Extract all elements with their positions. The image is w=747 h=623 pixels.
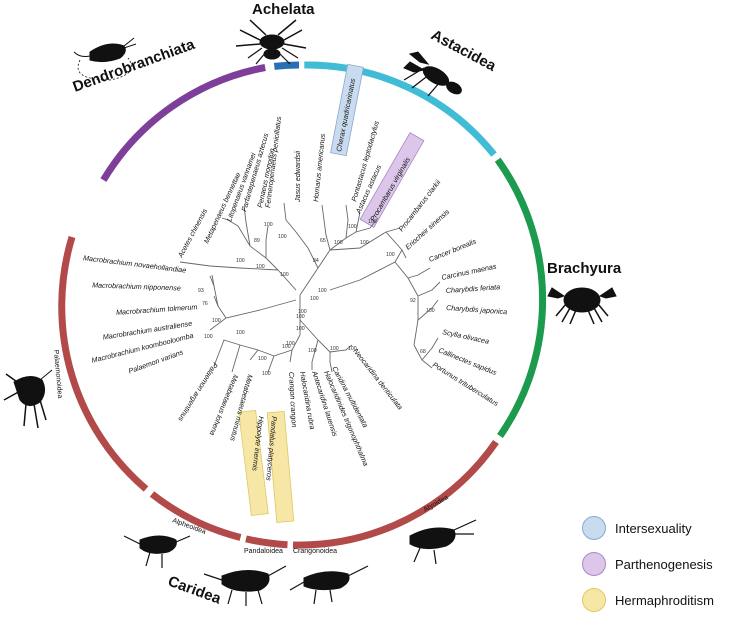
bootstrap-label: 100 — [258, 356, 267, 362]
alpheoid-icon — [123, 535, 191, 568]
legend-item-intersexuality: Intersexuality — [582, 515, 742, 541]
taxon-label: Macrobrachium tolmerum — [116, 302, 198, 317]
crayfish-icon — [403, 51, 462, 97]
legend-label: Parthenogenesis — [615, 556, 713, 572]
taxon-label: Charybdis feriata — [446, 282, 501, 295]
bootstrap-label: 100 — [334, 240, 343, 246]
bootstrap-values: 84 65 100 100 100 100 100 92 68 100 93 7… — [198, 219, 435, 377]
taxon-labels: Acetes chinensis Metapenaeus bennettae L… — [83, 77, 508, 481]
bootstrap-label: 100 — [280, 272, 289, 278]
pandaloid-icon — [203, 565, 287, 606]
taxon-label: Jasus edwardsii — [293, 150, 302, 203]
bootstrap-label: 100 — [204, 334, 213, 340]
bootstrap-label: 100 — [360, 240, 369, 246]
group-arcs — [58, 61, 547, 549]
group-label-crangonoidea: Crangonoidea — [293, 548, 337, 555]
palaemon-icon — [3, 369, 53, 429]
bootstrap-label: 65 — [320, 238, 326, 244]
bootstrap-label: 100 — [296, 314, 305, 320]
highlight-hermaphroditism-hippolyte — [238, 409, 269, 517]
bootstrap-label: 100 — [318, 288, 327, 294]
bootstrap-label: 100 — [282, 344, 291, 350]
shrimp-icon — [73, 37, 137, 81]
arc-dendrobranchiata — [100, 64, 266, 182]
taxon-label: Homarus americanus — [311, 133, 327, 202]
bootstrap-label: 100 — [310, 296, 319, 302]
group-label-astacidea: Astacidea — [428, 27, 499, 76]
group-label-brachyura: Brachyura — [547, 260, 622, 277]
highlight-parthenogenesis — [359, 132, 425, 228]
arc-brachyura — [494, 157, 547, 438]
legend-label: Intersexuality — [615, 520, 692, 536]
highlight-intersexuality — [330, 63, 364, 157]
legend-swatch — [582, 588, 606, 612]
tree-branches — [179, 202, 441, 373]
taxon-label: Macrobrachium novaehollandiae — [83, 253, 187, 275]
bootstrap-label: 68 — [420, 349, 426, 355]
group-label-pandaloidea: Pandaloidea — [244, 548, 283, 555]
legend-label: Hermaphroditism — [615, 592, 714, 608]
arc-achelata — [273, 61, 300, 70]
bootstrap-label: 100 — [212, 318, 221, 324]
group-label-achelata: Achelata — [252, 1, 315, 18]
legend-swatch — [582, 516, 606, 540]
bootstrap-label: 100 — [386, 252, 395, 258]
bootstrap-label: 100 — [264, 222, 273, 228]
taxon-label: Palaemon argentinus — [176, 361, 220, 424]
legend-item-parthenogenesis: Parthenogenesis — [582, 551, 742, 577]
legend-swatch — [582, 552, 606, 576]
group-label-palaemonoidea: Palaemonoidea — [52, 350, 63, 399]
bootstrap-label: 100 — [426, 308, 435, 314]
atyoid-icon — [409, 519, 477, 565]
taxon-label: Macrobrachium nipponense — [92, 280, 181, 292]
taxon-label: Neocaridina denticulata — [351, 347, 404, 412]
bootstrap-label: 89 — [254, 238, 260, 244]
crab-icon — [547, 287, 617, 325]
bootstrap-label: 100 — [256, 264, 265, 270]
lobster-icon — [235, 19, 307, 65]
group-labels: Achelata Astacidea Dendrobranchiata Brac… — [52, 1, 622, 608]
highlights — [238, 63, 425, 523]
bootstrap-label: 100 — [262, 371, 271, 377]
taxon-label: Scylla olivacea — [442, 327, 490, 346]
taxon-label: Carcinus maenas — [441, 261, 498, 282]
bootstrap-label: 100 — [308, 348, 317, 354]
legend-item-hermaphroditism: Hermaphroditism — [582, 587, 742, 613]
arc-crangonoidea — [245, 535, 288, 549]
bootstrap-label: 100 — [236, 258, 245, 264]
arc-astacidea — [304, 61, 497, 157]
taxon-label: Acetes chinensis — [175, 207, 209, 260]
arc-palaemonoidea — [58, 235, 149, 492]
bootstrap-label: 84 — [313, 258, 319, 264]
arc-atyoidea — [292, 440, 499, 549]
legend: Intersexuality Parthenogenesis Hermaphro… — [582, 515, 742, 623]
bootstrap-label: 92 — [410, 298, 416, 304]
silhouettes — [3, 19, 617, 606]
taxon-label: Crangon crangon — [287, 372, 299, 428]
bootstrap-label: 76 — [202, 301, 208, 307]
bootstrap-label: 93 — [198, 288, 204, 294]
crangonoid-icon — [289, 565, 369, 605]
arc-pandaloidea — [149, 491, 242, 541]
highlight-hermaphroditism-pandalus — [266, 410, 295, 523]
taxon-label: Cancer borealis — [427, 237, 477, 264]
bootstrap-label: 100 — [368, 219, 377, 225]
bootstrap-label: 100 — [236, 330, 245, 336]
bootstrap-label: 100 — [348, 346, 357, 352]
bootstrap-label: 100 — [348, 224, 357, 230]
taxon-label: Charybdis japonica — [446, 303, 508, 316]
group-label-atyoidea: Atyoidea — [423, 494, 450, 514]
bootstrap-label: 100 — [286, 341, 295, 347]
bootstrap-label: 100 — [298, 309, 307, 315]
bootstrap-label: 100 — [296, 326, 305, 332]
bootstrap-label: 100 — [278, 234, 287, 240]
bootstrap-label: 100 — [330, 346, 339, 352]
